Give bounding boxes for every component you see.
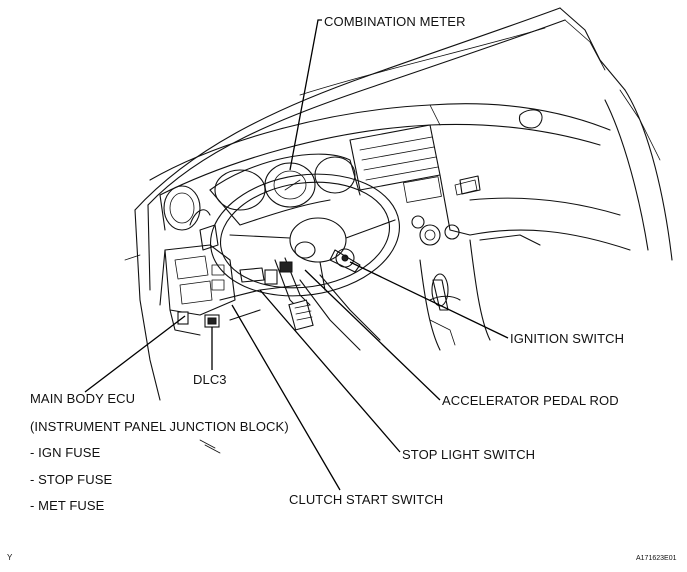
steering-wheel	[210, 173, 400, 297]
label-ignition-switch: IGNITION SWITCH	[510, 331, 625, 346]
leader-main-body-ecu	[84, 315, 186, 393]
label-met-fuse: - MET FUSE	[30, 498, 105, 513]
pedal-assembly	[239, 257, 314, 331]
right-dash	[454, 179, 631, 251]
figure-id: A171623E01	[636, 555, 677, 562]
corner-mark: Y	[7, 553, 13, 562]
ignition-switch-body	[329, 248, 361, 273]
label-combination-meter: COMBINATION METER	[324, 14, 466, 29]
leader-combination-meter	[289, 19, 322, 171]
label-ign-fuse: - IGN FUSE	[30, 445, 101, 460]
meter-hood	[209, 153, 361, 226]
left-vent	[163, 185, 201, 231]
label-accelerator-pedal-rod: ACCELERATOR PEDAL ROD	[442, 393, 619, 408]
label-dlc3: DLC3	[193, 372, 227, 387]
right-pillar	[604, 89, 673, 261]
label-stop-light-switch: STOP LIGHT SWITCH	[402, 447, 536, 462]
label-junction-block: (INSTRUMENT PANEL JUNCTION BLOCK)	[30, 419, 289, 434]
junction-block	[159, 209, 236, 336]
dashboard-top	[149, 103, 611, 231]
leader-ignition-switch	[349, 261, 509, 339]
leader-lines	[84, 19, 509, 491]
label-clutch-start-switch: CLUTCH START SWITCH	[289, 492, 444, 507]
label-main-body-ecu: MAIN BODY ECU	[30, 391, 136, 406]
label-stop-fuse: - STOP FUSE	[30, 472, 113, 487]
center-console	[349, 124, 491, 351]
leader-clutch-start-switch	[231, 304, 341, 491]
steering-column	[299, 274, 381, 351]
left-pillar	[124, 204, 161, 401]
windshield-outline	[134, 7, 626, 211]
leader-stop-light-switch	[259, 289, 401, 453]
leader-accelerator-pedal-rod	[304, 269, 441, 401]
dlc3-connector	[204, 314, 220, 328]
